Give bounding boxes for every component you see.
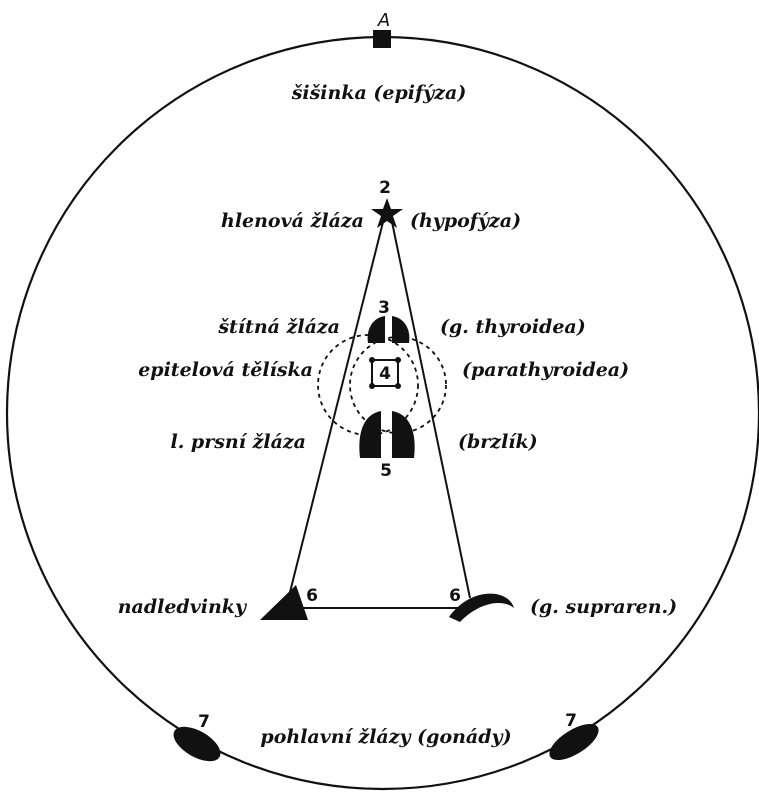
hypophysis-star-marker <box>371 198 403 228</box>
epiphysis-marker <box>373 30 391 48</box>
label-thyroid-lat: (g. thyroidea) <box>440 316 586 338</box>
marker-number-4: 4 <box>379 364 391 384</box>
marker-number-6-right: 6 <box>449 586 461 606</box>
label-thymus-lat: (brzlík) <box>458 431 538 453</box>
marker-number-7-left: 7 <box>198 712 210 732</box>
label-hypophysis-lat: (hypofýza) <box>410 210 521 232</box>
marker-letter-a: A <box>377 10 390 31</box>
label-thymus-cz: l. prsní žláza <box>170 431 306 453</box>
label-epiphysis: šišinka (epifýza) <box>291 82 467 104</box>
triangle-left-side <box>288 222 383 600</box>
label-adrenal-lat: (g. supraren.) <box>530 596 677 618</box>
adrenal-left-marker <box>260 585 308 620</box>
label-hypophysis-cz: hlenová žláza <box>221 210 364 232</box>
marker-number-5: 5 <box>380 461 392 481</box>
marker-number-7-right: 7 <box>565 711 577 731</box>
label-gonads: pohlavní žlázy (gonády) <box>260 726 511 748</box>
label-thyroid-cz: štítná žláza <box>217 316 340 338</box>
label-parathyroid-cz: epitelová tělíska <box>138 359 313 381</box>
marker-number-3: 3 <box>378 298 390 318</box>
label-parathyroid-lat: (parathyroidea) <box>462 359 629 381</box>
marker-number-2: 2 <box>379 178 391 198</box>
marker-number-6-left: 6 <box>306 586 318 606</box>
triangle-right-side <box>392 222 470 598</box>
outer-circle <box>7 37 759 789</box>
label-adrenal-cz: nadledvinky <box>118 596 248 618</box>
